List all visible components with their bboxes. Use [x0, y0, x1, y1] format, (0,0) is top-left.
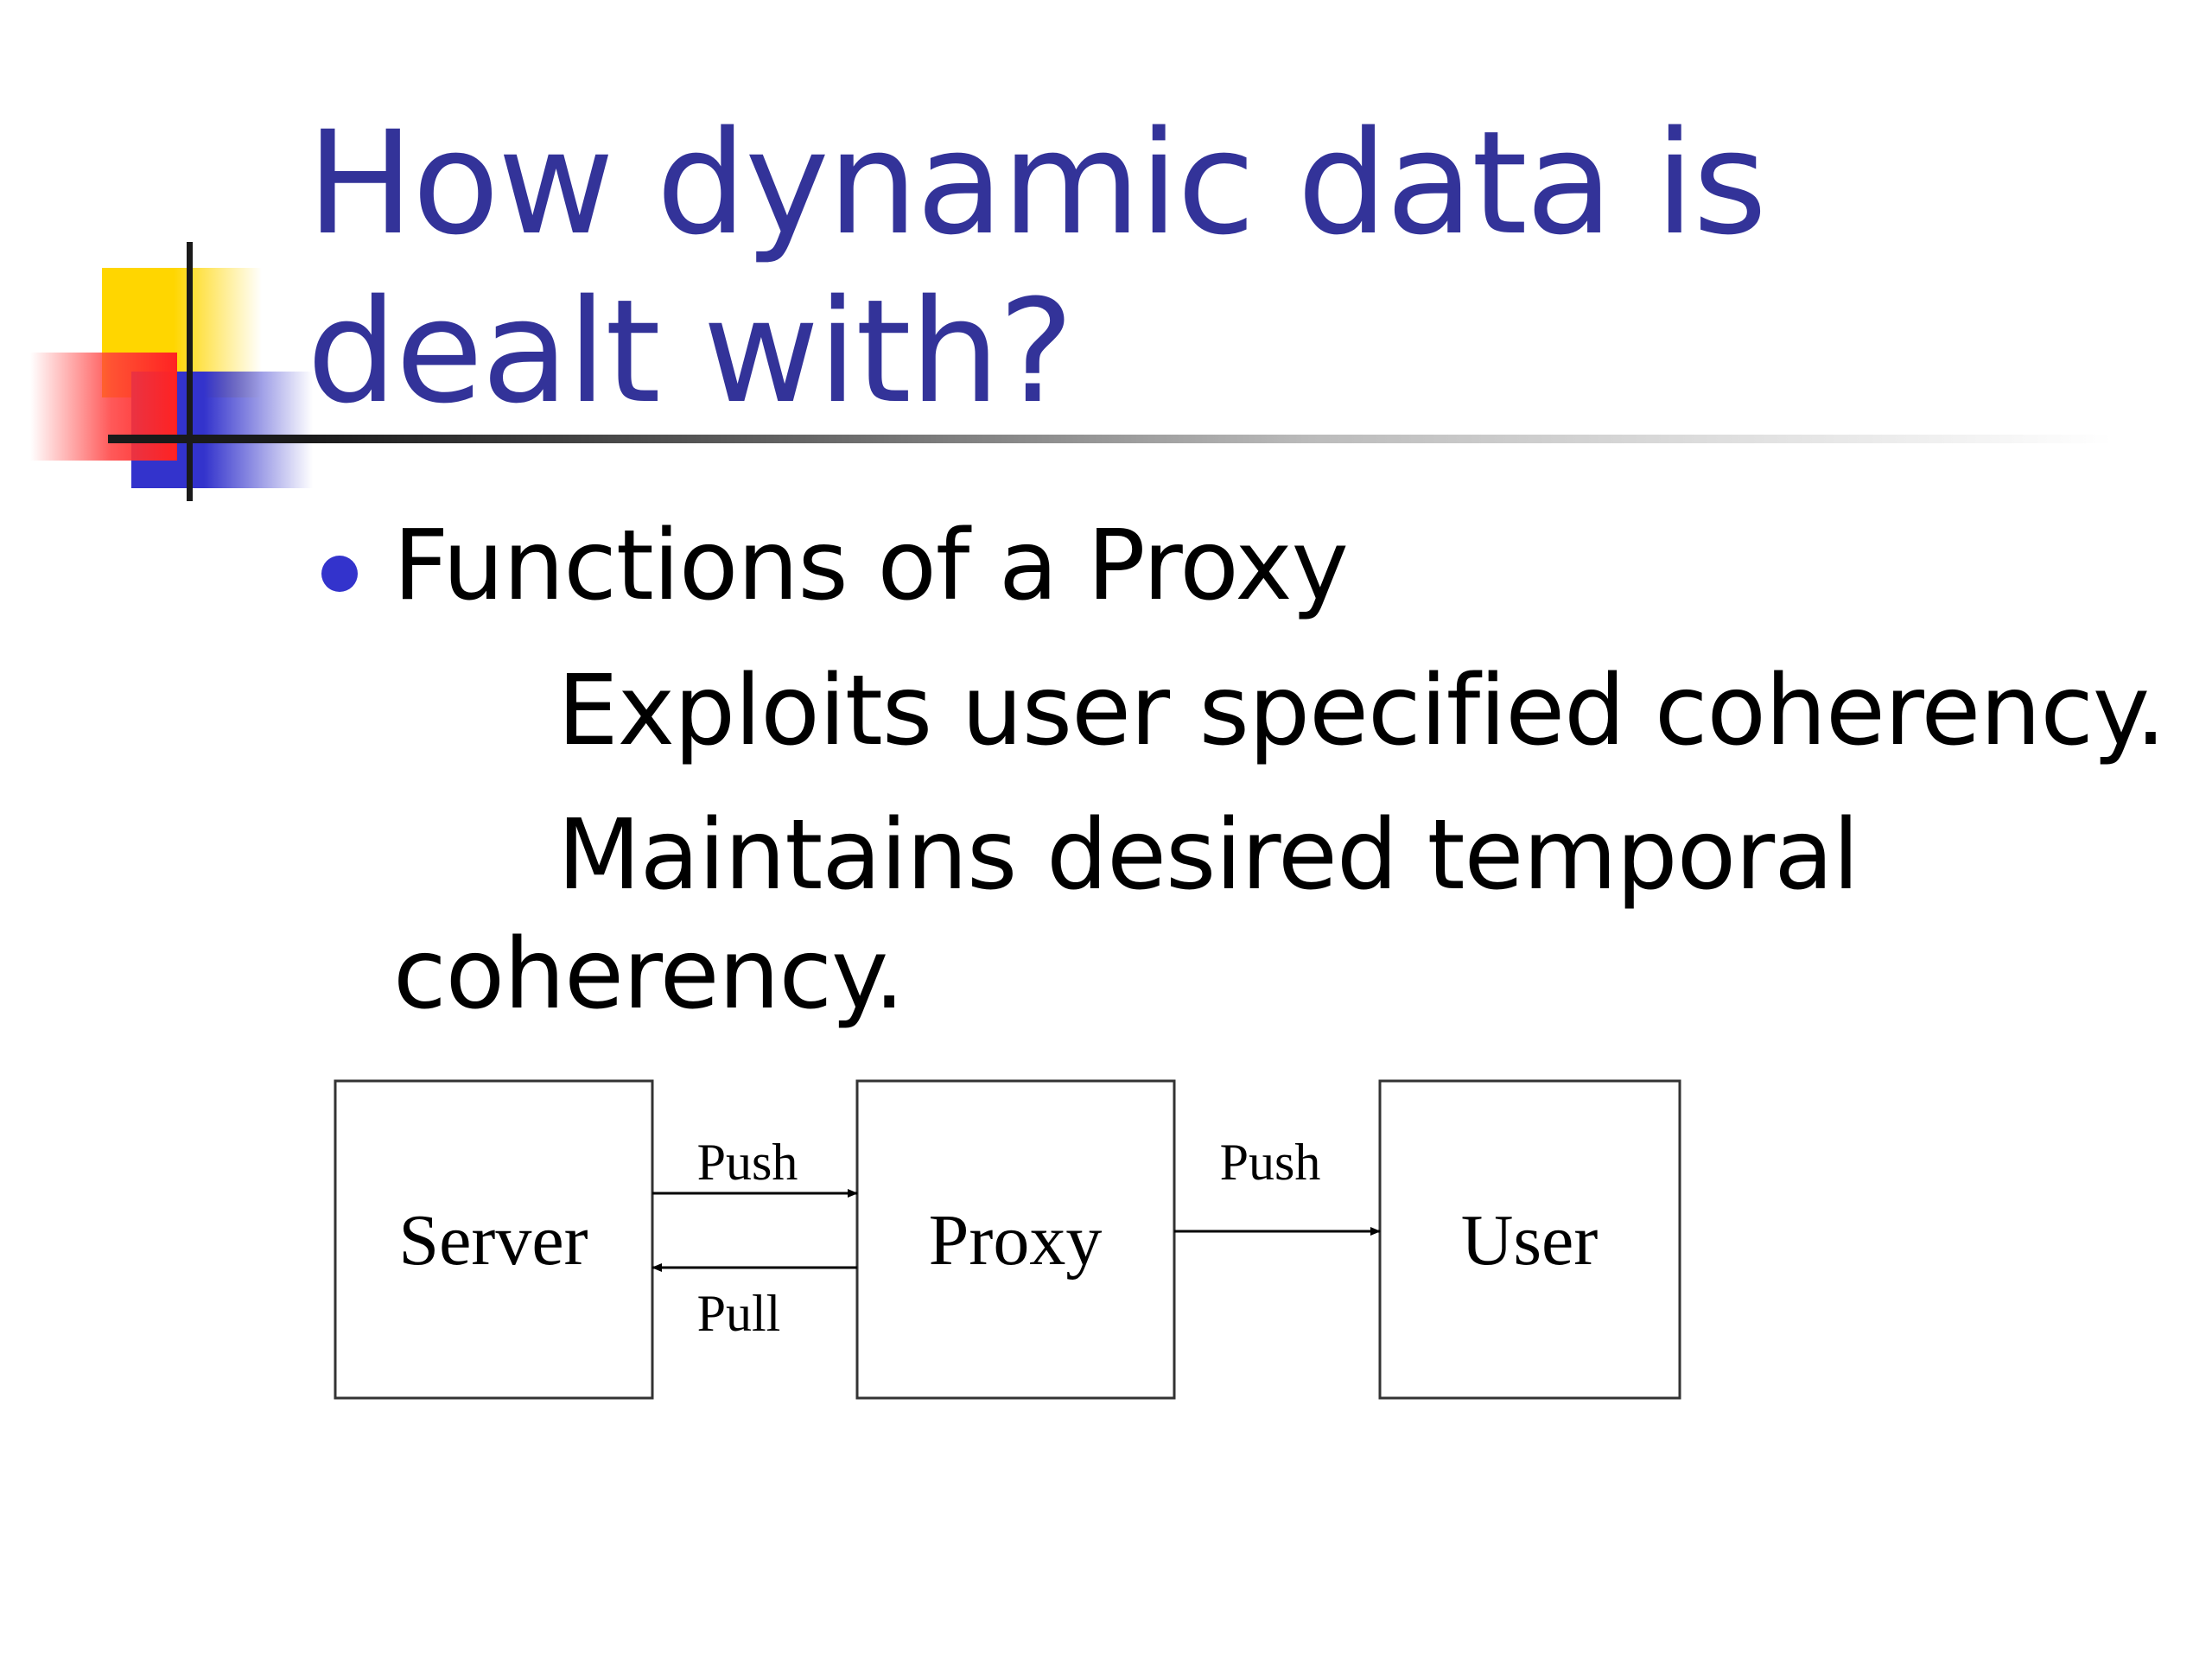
bullet-text: Functions of a Proxy	[393, 510, 1349, 622]
push-label-2: Push	[1220, 1134, 1321, 1191]
sub-line-3: coherency.	[393, 918, 905, 1031]
bullet-dot-icon	[321, 556, 358, 592]
title-underline-rule	[108, 435, 2113, 443]
push-label-1: Push	[697, 1134, 798, 1191]
vertical-rule-decoration	[187, 242, 193, 501]
server-box	[334, 1079, 654, 1400]
server-label: Server	[398, 1200, 588, 1281]
proxy-label: Proxy	[929, 1200, 1103, 1281]
sub-line-1: Exploits user specified coherency.	[557, 655, 2166, 767]
pull-label: Pull	[697, 1285, 781, 1342]
user-label: User	[1461, 1200, 1599, 1281]
proxy-box	[855, 1079, 1176, 1400]
slide-title: How dynamic data is dealt with?	[307, 100, 1767, 435]
user-box	[1378, 1079, 1681, 1400]
sub-line-2: Maintains desired temporal	[557, 799, 1859, 912]
